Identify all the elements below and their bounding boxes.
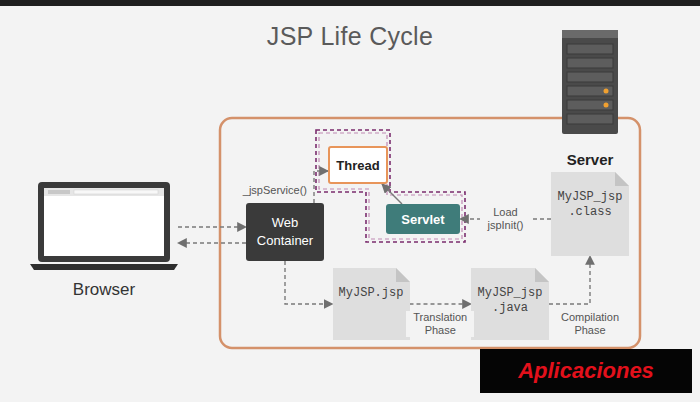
file-sheet (333, 268, 410, 340)
edge-label: Compilation Phase (553, 311, 627, 337)
watermark-box: Aplicaciones (480, 349, 692, 393)
connector-arrow (549, 256, 590, 304)
top-band (0, 0, 700, 6)
file-shape (333, 268, 410, 340)
server-bay (567, 58, 613, 68)
servlet-box: Servlet (386, 204, 460, 234)
laptop-drawing (30, 180, 178, 276)
server-bay (567, 86, 613, 96)
server-led (604, 89, 609, 94)
server-icon: Server (548, 30, 632, 170)
node-label: Servlet (401, 212, 444, 227)
connector-arrow (410, 303, 472, 304)
connector-arrow (178, 226, 246, 227)
node-label: Server (567, 151, 614, 168)
server-top (562, 30, 618, 38)
server-led (604, 103, 609, 108)
server-bay (567, 44, 613, 54)
browser-bar (44, 188, 164, 196)
laptop-screen (44, 188, 164, 256)
node-label: MyJSP_jsp .class (555, 190, 625, 220)
file-sheet (471, 268, 549, 340)
file-sheet (551, 172, 629, 256)
server-case (562, 30, 618, 134)
node-label: MyJSP.jsp (339, 286, 404, 301)
java-file: MyJSP_jsp .java (471, 268, 549, 340)
laptop-lid (38, 182, 170, 262)
file-fold (615, 172, 629, 186)
node-label: Thread (336, 158, 379, 173)
server-drawing (548, 30, 632, 138)
node-label: Aplicaciones (518, 358, 654, 384)
servlet-bracket-inner (319, 133, 462, 239)
edge-label: Translation Phase (406, 311, 474, 337)
file-fold (396, 268, 410, 282)
server-bay (567, 100, 613, 110)
connector-arrow (285, 261, 333, 304)
file-fold (535, 268, 549, 282)
thread-box: Thread (328, 146, 388, 184)
browser-laptop: Browser (30, 180, 178, 302)
jsp-file: MyJSP.jsp (333, 268, 410, 340)
connector-arrow (314, 171, 328, 203)
web-container-box: Web Container (246, 203, 324, 261)
browser-tab (48, 190, 70, 194)
connector-arrow (178, 242, 246, 243)
edge-label: _jspService() (241, 184, 309, 197)
server-bay (567, 72, 613, 82)
server-bay (567, 114, 613, 124)
node-label: MyJSP_jsp .java (475, 286, 545, 316)
laptop-base (30, 264, 178, 270)
connector-arrow (382, 184, 402, 204)
servlet-bracket (316, 130, 465, 242)
node-label: Web Container (250, 214, 320, 249)
class-file: MyJSP_jsp .class (551, 172, 629, 256)
node-label: Browser (73, 280, 135, 300)
server-region (220, 118, 640, 348)
edge-label: Load jspInit() (480, 206, 532, 232)
address-field (74, 190, 158, 194)
